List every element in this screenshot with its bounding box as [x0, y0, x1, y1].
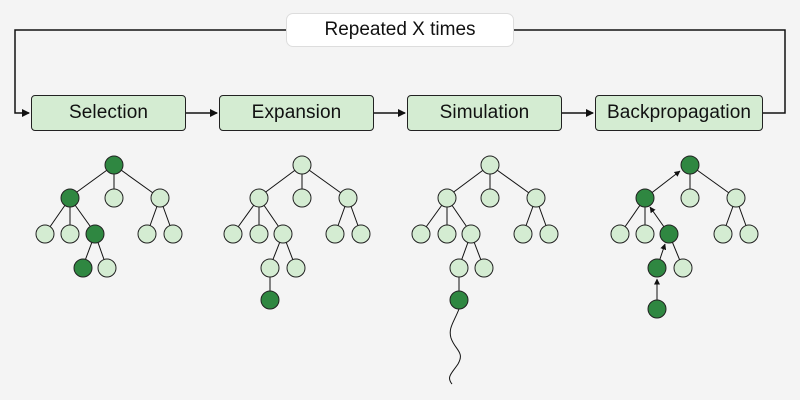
tree-node [539, 224, 559, 244]
tree-node [726, 188, 746, 208]
stage-backpropagation: Backpropagation [595, 95, 763, 131]
tree-node [680, 188, 700, 208]
tree-node [739, 224, 759, 244]
tree-node [104, 188, 124, 208]
selection-tree [44, 164, 174, 269]
tree-node-selected [85, 224, 105, 244]
tree-node [292, 188, 312, 208]
tree-node [526, 188, 546, 208]
tree-node-updated [647, 299, 667, 319]
selection-tree-nodes [35, 155, 183, 278]
tree-node [163, 224, 183, 244]
tree-node-updated [647, 258, 667, 278]
tree-node [351, 224, 371, 244]
tree-node [437, 188, 457, 208]
simulation-tree-nodes [411, 155, 559, 310]
tree-node [260, 258, 280, 278]
tree-node [673, 258, 693, 278]
tree-node [60, 224, 80, 244]
tree-node-selected [104, 155, 124, 175]
tree-node [338, 188, 358, 208]
tree-node-simulated [449, 290, 469, 310]
rollout-squiggle [449, 308, 461, 385]
tree-node [97, 258, 117, 278]
tree-node [249, 188, 269, 208]
tree-node [635, 224, 655, 244]
tree-node-selected [73, 258, 93, 278]
tree-node [449, 258, 469, 278]
tree-node [474, 258, 494, 278]
tree-node [223, 224, 243, 244]
tree-node [411, 224, 431, 244]
tree-node [273, 224, 293, 244]
tree-node [713, 224, 733, 244]
tree-node [292, 155, 312, 175]
tree-node [150, 188, 170, 208]
expansion-tree-nodes [223, 155, 371, 310]
tree-node-updated [659, 224, 679, 244]
tree-node-updated [635, 188, 655, 208]
tree-node [480, 188, 500, 208]
tree-node-updated [680, 155, 700, 175]
tree-node [35, 224, 55, 244]
tree-node [325, 224, 345, 244]
tree-node [286, 258, 306, 278]
tree-node [480, 155, 500, 175]
tree-node [513, 224, 533, 244]
tree-node-selected [60, 188, 80, 208]
tree-node [461, 224, 481, 244]
stage-simulation: Simulation [407, 95, 562, 131]
backpropagation-tree-nodes [610, 155, 759, 319]
loop-label: Repeated X times [286, 13, 514, 47]
tree-node [437, 224, 457, 244]
tree-node [249, 224, 269, 244]
tree-node [137, 224, 157, 244]
stage-expansion: Expansion [219, 95, 374, 131]
tree-node-expanded [260, 290, 280, 310]
loop-connector [14, 29, 786, 113]
stage-selection: Selection [31, 95, 186, 131]
tree-node [610, 224, 630, 244]
